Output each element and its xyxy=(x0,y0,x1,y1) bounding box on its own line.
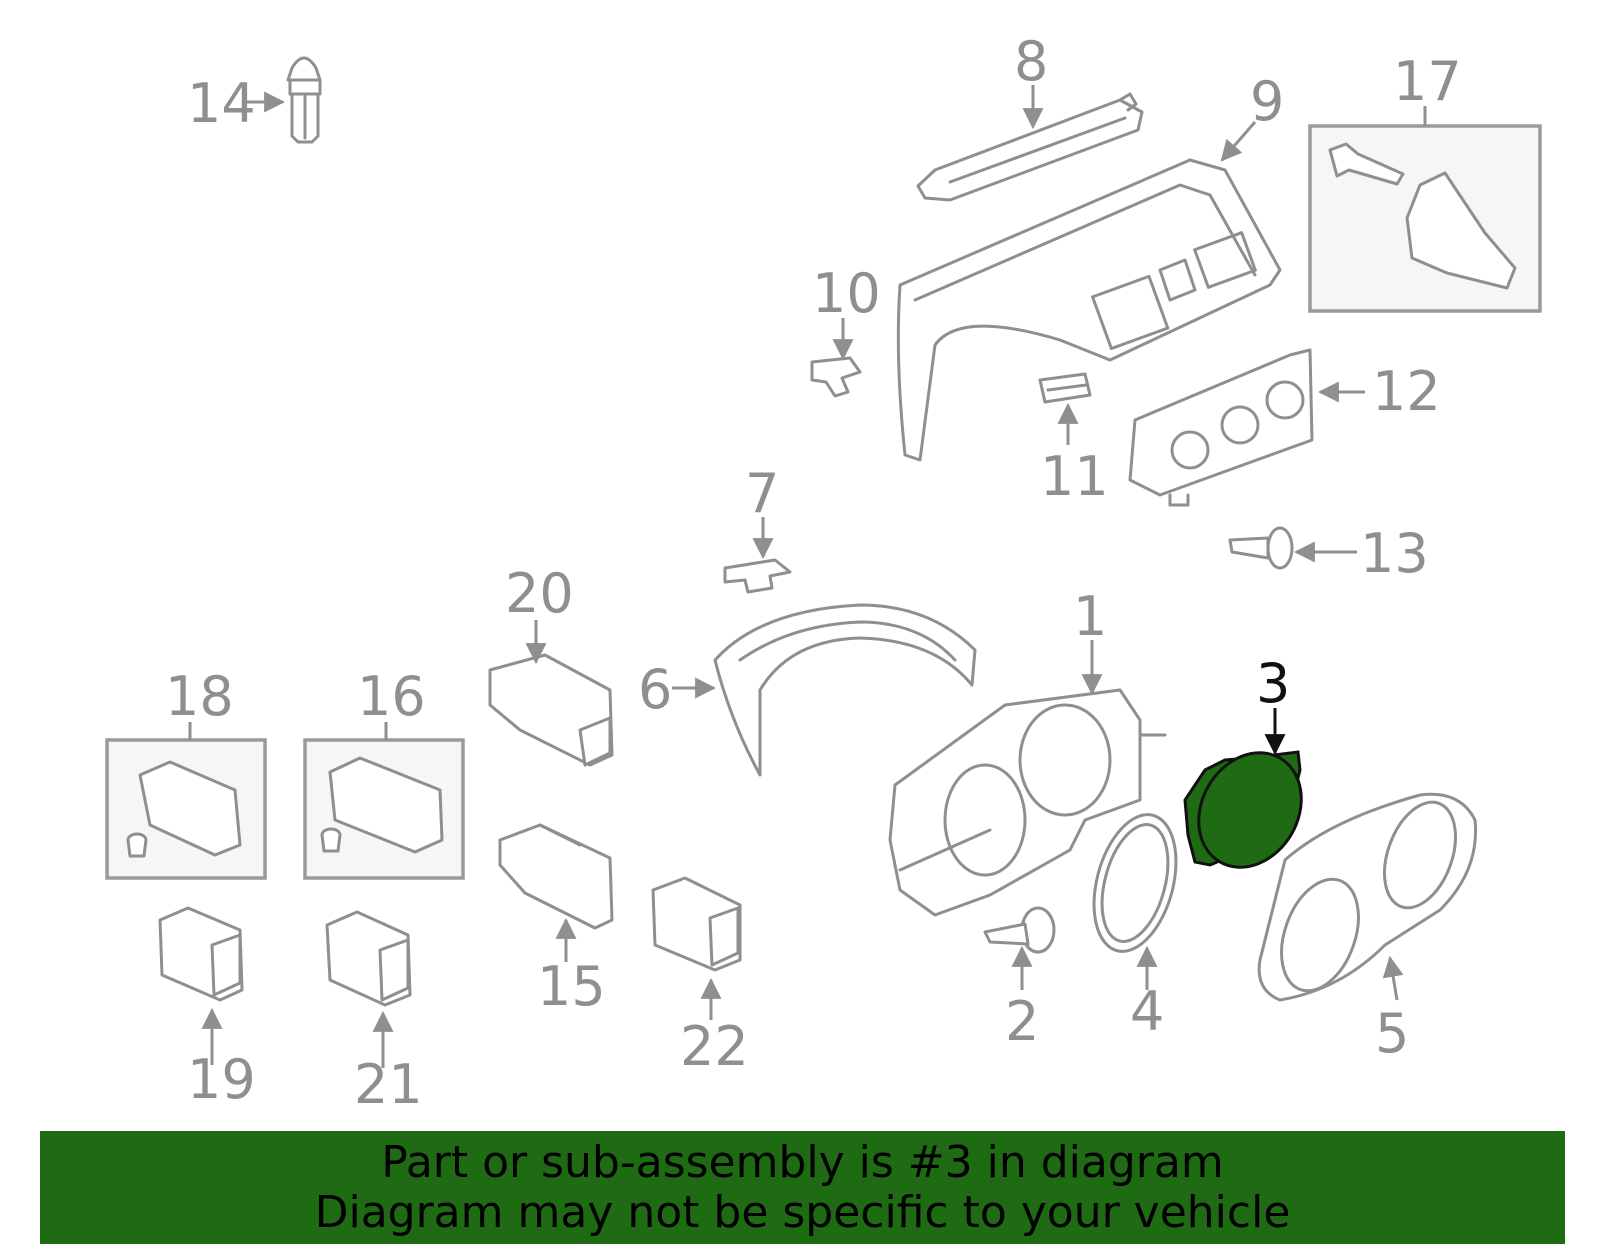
banner-line-1: Part or sub-assembly is #3 in diagram xyxy=(381,1136,1224,1188)
part-7-clip[interactable] xyxy=(723,558,792,594)
callout-20: 20 xyxy=(505,562,574,625)
part-5-cluster-lens[interactable] xyxy=(1257,792,1478,1002)
part-16-kit[interactable] xyxy=(303,738,465,880)
callout-4: 4 xyxy=(1130,980,1164,1043)
callout-22: 22 xyxy=(680,1015,749,1078)
part-19-switch[interactable] xyxy=(158,906,244,1002)
part-18-kit[interactable] xyxy=(105,738,267,880)
banner-line-2: Diagram may not be specific to your vehi… xyxy=(314,1186,1291,1238)
callout-2: 2 xyxy=(1005,990,1039,1053)
leader-arrows xyxy=(188,85,1427,1068)
part-9-bezel[interactable] xyxy=(896,158,1282,462)
callout-14: 14 xyxy=(187,72,256,135)
part-20-switch[interactable] xyxy=(488,653,614,767)
part-14-clip[interactable] xyxy=(286,56,322,144)
callout-12: 12 xyxy=(1372,360,1441,423)
callout-9: 9 xyxy=(1250,70,1284,133)
part-22-switch[interactable] xyxy=(651,876,742,972)
part-11-clip[interactable] xyxy=(1038,372,1092,404)
part-12-climate-control[interactable] xyxy=(1128,348,1314,507)
callout-15: 15 xyxy=(537,955,606,1018)
part-10-clip[interactable] xyxy=(810,356,862,398)
callout-19: 19 xyxy=(187,1048,256,1111)
info-banner: Part or sub-assembly is #3 in diagram Di… xyxy=(40,1131,1565,1244)
callout-18: 18 xyxy=(165,665,234,728)
part-4-gauge-ring[interactable] xyxy=(1080,806,1190,961)
part-21-switch[interactable] xyxy=(325,910,412,1007)
callout-13: 13 xyxy=(1360,522,1429,585)
callout-6: 6 xyxy=(638,658,672,721)
part-13-screw[interactable] xyxy=(1228,526,1294,570)
part-8-vent[interactable] xyxy=(916,92,1144,202)
callout-10: 10 xyxy=(812,262,881,325)
callout-16: 16 xyxy=(357,665,426,728)
part-6-cluster-hood[interactable] xyxy=(713,603,977,777)
callout-1: 1 xyxy=(1073,585,1107,648)
part-1-cluster-housing[interactable] xyxy=(888,688,1167,917)
callout-8: 8 xyxy=(1014,30,1048,93)
part-3-gauge-selected[interactable] xyxy=(1178,734,1321,886)
callout-11: 11 xyxy=(1040,445,1109,508)
part-17-kit[interactable] xyxy=(1308,124,1542,313)
callout-5: 5 xyxy=(1375,1002,1409,1065)
callout-17: 17 xyxy=(1393,50,1462,113)
callout-21: 21 xyxy=(354,1053,423,1116)
callout-7: 7 xyxy=(745,462,779,525)
part-15-switch[interactable] xyxy=(498,823,614,930)
callout-labels: 14 8 9 17 10 12 11 13 7 20 6 1 3 18 16 2… xyxy=(165,30,1462,1116)
callout-3: 3 xyxy=(1256,652,1290,715)
part-2-screw[interactable] xyxy=(983,906,1056,954)
